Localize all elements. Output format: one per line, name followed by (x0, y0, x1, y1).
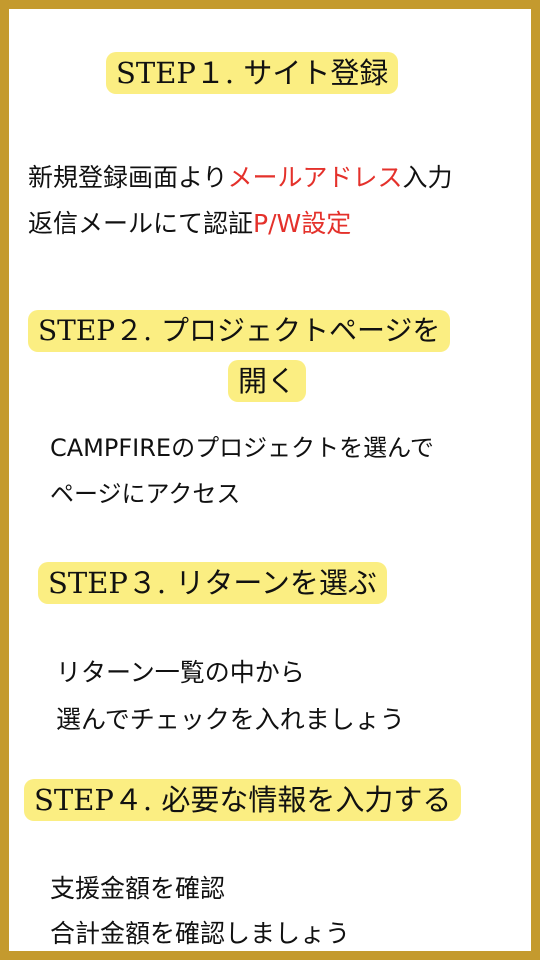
step1-line2-highlight: P/W設定 (253, 209, 352, 238)
step4-heading: STEP４. 必要な情報を入力する (24, 779, 462, 821)
step4-line1: 支援金額を確認 (50, 874, 226, 903)
step2-heading-line2: 開く (228, 360, 307, 402)
step1-line1-text: 新規登録画面より (28, 163, 228, 192)
step2-line2: ページにアクセス (50, 480, 241, 508)
step1-line1-highlight: メールアドレス (227, 163, 403, 192)
step1-line1: 新規登録画面よりメールアドレス入力 (28, 160, 453, 196)
step1-line2: 返信メールにて認証P/W設定 (28, 206, 351, 242)
step1-line1-tail: 入力 (402, 163, 453, 192)
step3-line2: 選んでチェックを入れましょう (56, 705, 405, 734)
step3-heading: STEP３. リターンを選ぶ (38, 562, 387, 604)
step2-heading-line1: STEP２. プロジェクトページを (28, 310, 451, 352)
step1-line2-text: 返信メールにて認証 (28, 209, 254, 238)
step3-line1: リターン一覧の中から (56, 658, 305, 687)
step4-line2: 合計金額を確認しましょう (50, 919, 351, 948)
step2-line1: CAMPFIREのプロジェクトを選んで (50, 434, 434, 462)
step1-heading: STEP１. サイト登録 (106, 52, 399, 94)
